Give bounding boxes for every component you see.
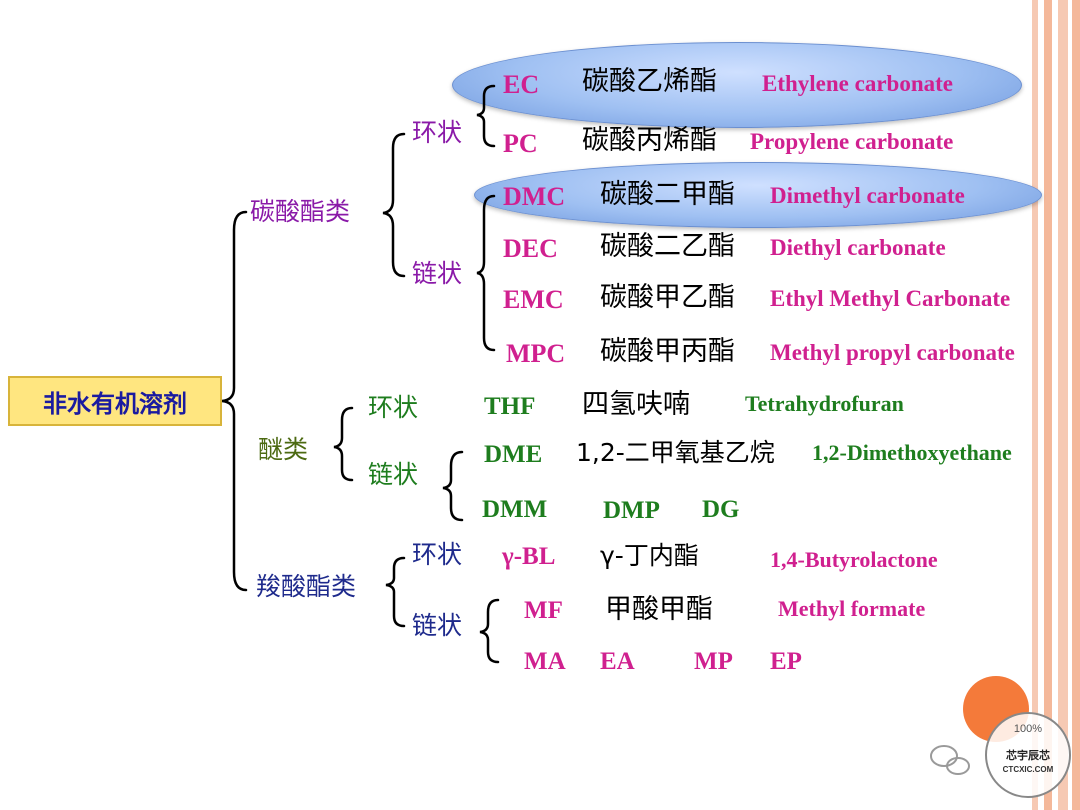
carbonate-bracket bbox=[382, 132, 406, 278]
en-emc: Ethyl Methyl Carbonate bbox=[770, 286, 1011, 311]
cn-mf: 甲酸甲酯 bbox=[605, 594, 713, 625]
en-gbl: 1,4-Butyrolactone bbox=[770, 547, 938, 572]
abbr-thf: THF bbox=[484, 393, 536, 420]
cn-mpc: 碳酸甲丙酯 bbox=[600, 336, 735, 367]
en-mpc: Methyl propyl carbonate bbox=[770, 340, 1015, 365]
stamp-mid-text: 芯宇辰芯 bbox=[1006, 749, 1050, 762]
abbr-dec: DEC bbox=[503, 234, 558, 263]
carbonate-chain-bracket bbox=[476, 194, 496, 352]
abbr-dme: DME bbox=[484, 441, 543, 468]
stamp-top-text: 100% bbox=[1013, 723, 1043, 735]
abbr-mp: MP bbox=[694, 648, 733, 675]
abbr-gbl: γ-BL bbox=[502, 543, 556, 570]
ether-bracket bbox=[333, 406, 354, 482]
en-dme: 1,2-Dimethoxyethane bbox=[812, 440, 1012, 465]
ether-chain-label: 链状 bbox=[368, 460, 419, 489]
abbr-pc: PC bbox=[503, 129, 538, 158]
abbr-emc: EMC bbox=[503, 285, 564, 314]
watermark-stamp: 100% 芯宇辰芯 CTCXIC.COM bbox=[985, 712, 1071, 798]
carboxylate-category-label: 羧酸酯类 bbox=[256, 572, 357, 601]
ether-cyclic-label: 环状 bbox=[368, 393, 419, 422]
border-stripe bbox=[1058, 0, 1068, 810]
highlight-ellipse-ec bbox=[452, 42, 1022, 128]
carbonate-cyclic-bracket bbox=[476, 84, 496, 148]
root-node: 非水有机溶剂 bbox=[8, 376, 222, 426]
en-mf: Methyl formate bbox=[778, 596, 926, 621]
cn-dme: 1,2-二甲氧基乙烷 bbox=[576, 438, 775, 467]
abbr-mf: MF bbox=[524, 597, 563, 624]
border-stripe bbox=[1044, 0, 1052, 810]
highlight-ellipse-dmc bbox=[474, 162, 1042, 228]
cn-thf: 四氢呋喃 bbox=[582, 389, 690, 420]
ether-chain-bracket bbox=[442, 450, 464, 522]
stamp-url-text: CTCXIC.COM bbox=[1002, 765, 1054, 774]
en-dmc: Dimethyl carbonate bbox=[770, 183, 965, 208]
abbr-dmc: DMC bbox=[503, 182, 566, 211]
carbonate-chain-label: 链状 bbox=[412, 259, 463, 288]
ether-category-label: 醚类 bbox=[258, 435, 309, 464]
abbr-dmm: DMM bbox=[482, 496, 548, 523]
root-bracket bbox=[221, 210, 248, 592]
carboxylate-chain-bracket bbox=[479, 598, 500, 664]
border-stripe bbox=[1072, 0, 1080, 810]
carboxylate-cyclic-label: 环状 bbox=[412, 540, 463, 569]
abbr-ea: EA bbox=[600, 648, 635, 675]
abbr-dmp: DMP bbox=[603, 497, 660, 524]
carbonate-category-label: 碳酸酯类 bbox=[250, 197, 351, 226]
abbr-ma: MA bbox=[524, 648, 566, 675]
cn-gbl: γ-丁内酯 bbox=[600, 541, 699, 570]
abbr-mpc: MPC bbox=[506, 339, 566, 368]
cn-dmc: 碳酸二甲酯 bbox=[600, 179, 735, 210]
abbr-dg: DG bbox=[702, 496, 740, 523]
cn-ec: 碳酸乙烯酯 bbox=[582, 66, 717, 97]
carboxylate-chain-label: 链状 bbox=[412, 611, 463, 640]
en-dec: Diethyl carbonate bbox=[770, 235, 946, 260]
en-ec: Ethylene carbonate bbox=[762, 71, 954, 96]
abbr-ep: EP bbox=[770, 648, 802, 675]
cn-dec: 碳酸二乙酯 bbox=[600, 231, 735, 262]
cn-emc: 碳酸甲乙酯 bbox=[600, 282, 735, 313]
en-thf: Tetrahydrofuran bbox=[745, 391, 904, 416]
cn-pc: 碳酸丙烯酯 bbox=[582, 125, 717, 156]
abbr-ec: EC bbox=[503, 70, 540, 99]
en-pc: Propylene carbonate bbox=[750, 129, 954, 154]
carbonate-cyclic-label: 环状 bbox=[412, 118, 463, 147]
border-stripe bbox=[1032, 0, 1038, 810]
carboxylate-bracket bbox=[385, 556, 406, 628]
